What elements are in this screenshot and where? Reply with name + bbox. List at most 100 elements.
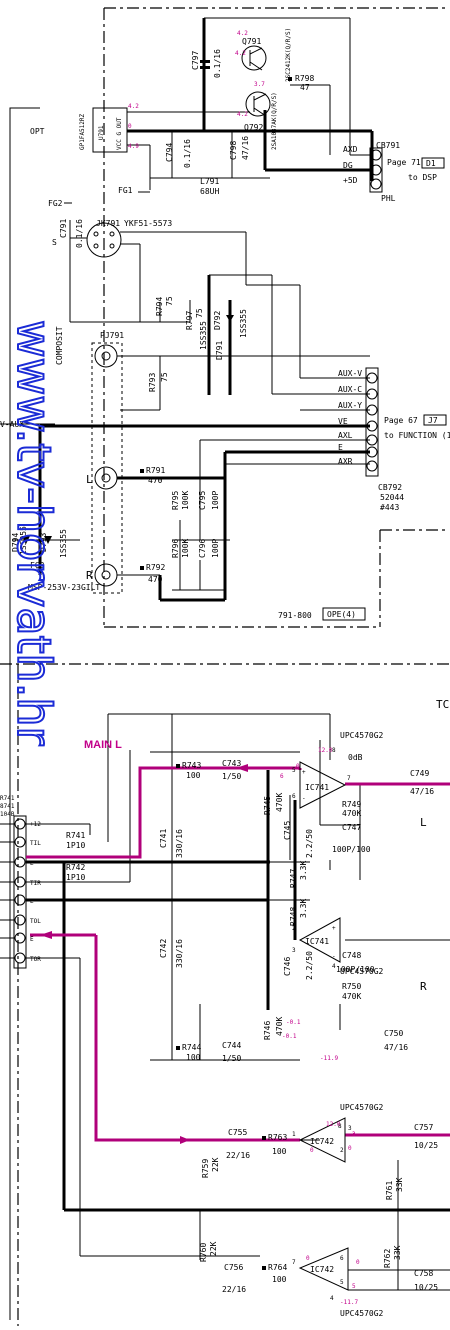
ic741-lower: + - IC741 UPC4570G2 2 3 4 bbox=[292, 917, 450, 976]
svg-text:IC741: IC741 bbox=[305, 783, 329, 792]
svg-text:1: 1 bbox=[292, 1131, 296, 1138]
bottom-voltages: 12.0 0 6 -0.1 -0.1 -11.9 12.0 3 0 0 5 -1… bbox=[280, 747, 360, 1306]
svg-text:6: 6 bbox=[280, 773, 284, 780]
svg-text:22/16: 22/16 bbox=[222, 1285, 246, 1294]
svg-text:8: 8 bbox=[332, 747, 336, 754]
svg-text:+: + bbox=[302, 769, 306, 776]
svg-text:C755: C755 bbox=[228, 1128, 247, 1137]
svg-text:C741: C741 bbox=[159, 829, 168, 848]
cb792-connector: AUX-V AUX-C AUX-Y VE AXL E AXR Page 67 J… bbox=[300, 367, 450, 512]
svg-text:100P: 100P bbox=[211, 491, 220, 510]
svg-text:12.0: 12.0 bbox=[318, 747, 333, 754]
svg-text:R763: R763 bbox=[268, 1133, 287, 1142]
svg-text:D791: D791 bbox=[215, 341, 224, 360]
svg-text:6: 6 bbox=[340, 1255, 344, 1262]
svg-text:100P: 100P bbox=[211, 539, 220, 558]
svg-text:COMPOSIT: COMPOSIT bbox=[55, 326, 64, 365]
svg-text:C795: C795 bbox=[198, 491, 207, 510]
svg-text:68UH: 68UH bbox=[200, 187, 219, 196]
svg-text:0.1/16: 0.1/16 bbox=[183, 139, 192, 168]
svg-text:C756: C756 bbox=[224, 1263, 243, 1272]
svg-text:UPC4570G2: UPC4570G2 bbox=[340, 967, 384, 976]
svg-text:U791: U791 bbox=[98, 125, 105, 140]
svg-text:TC: TC bbox=[436, 698, 449, 711]
svg-text:R795: R795 bbox=[171, 491, 180, 510]
svg-text:C744: C744 bbox=[222, 1041, 241, 1050]
svg-text:104B: 104B bbox=[0, 811, 15, 818]
svg-text:3: 3 bbox=[352, 1131, 356, 1138]
svg-text:4: 4 bbox=[332, 963, 336, 970]
svg-text:AXR: AXR bbox=[338, 457, 353, 466]
svg-text:C742: C742 bbox=[159, 939, 168, 958]
bottom-wiring bbox=[26, 713, 450, 1291]
svg-text:D1: D1 bbox=[426, 159, 436, 168]
svg-text:YKF51-5573: YKF51-5573 bbox=[124, 219, 172, 228]
svg-text:4: 4 bbox=[330, 1295, 334, 1302]
svg-text:AUX-V: AUX-V bbox=[338, 369, 362, 378]
svg-text:22K: 22K bbox=[211, 1157, 220, 1172]
svg-text:to DSP: to DSP bbox=[408, 173, 437, 182]
svg-text:R793: R793 bbox=[148, 373, 157, 392]
svg-text:0.1/16: 0.1/16 bbox=[213, 49, 222, 78]
svg-text:VCC G OUT: VCC G OUT bbox=[116, 117, 123, 150]
svg-text:JK791: JK791 bbox=[96, 219, 120, 228]
svg-text:1P10: 1P10 bbox=[66, 873, 85, 882]
top-part-labels: C797 0.1/16 R798 47 C794 0.1/16 C798 47/… bbox=[118, 49, 314, 196]
svg-text:L791: L791 bbox=[200, 177, 219, 186]
svg-text:3: 3 bbox=[348, 1125, 352, 1132]
q791-transistor: Q791 2SC2412K(Q/R/S) bbox=[241, 28, 292, 82]
d793-d794: D794 1SS355 D793 1SS355 FG3 MSP-253V-23G… bbox=[11, 526, 100, 592]
svg-text:2SA1037AK(Q/R/S): 2SA1037AK(Q/R/S) bbox=[271, 92, 278, 150]
top-voltages: 4.2 4.2 3.7 4.2 4.2 4.9 0 bbox=[128, 30, 265, 150]
svg-text:1/50: 1/50 bbox=[222, 772, 241, 781]
svg-text:100P/100: 100P/100 bbox=[332, 845, 371, 854]
svg-text:C750: C750 bbox=[384, 1029, 403, 1038]
svg-text:R745: R745 bbox=[263, 796, 272, 815]
svg-text:UPC4570G2: UPC4570G2 bbox=[340, 1309, 384, 1318]
svg-text:3: 3 bbox=[292, 947, 296, 954]
svg-text:C745: C745 bbox=[283, 821, 292, 840]
svg-text:22/16: 22/16 bbox=[226, 1151, 250, 1160]
svg-text:4.2: 4.2 bbox=[237, 30, 248, 37]
svg-text:2.2/50: 2.2/50 bbox=[305, 951, 314, 980]
svg-text:-11.9: -11.9 bbox=[320, 1055, 338, 1062]
svg-text:AXD: AXD bbox=[343, 145, 358, 154]
svg-text:UPC4570G2: UPC4570G2 bbox=[340, 1103, 384, 1112]
svg-text:4.9: 4.9 bbox=[128, 143, 139, 150]
svg-text:5: 5 bbox=[340, 1279, 344, 1286]
svg-text:R796: R796 bbox=[171, 539, 180, 558]
svg-text:47/16: 47/16 bbox=[384, 1043, 408, 1052]
svg-text:R743: R743 bbox=[182, 761, 201, 770]
board-code: 791-800 OPE(4) bbox=[278, 607, 366, 621]
svg-text:MAIN L: MAIN L bbox=[84, 739, 122, 751]
svg-text:R: R bbox=[420, 980, 427, 993]
bottom-board-frame: TC bbox=[0, 663, 450, 1326]
svg-text:AUX-Y: AUX-Y bbox=[338, 401, 362, 410]
svg-text:12.0: 12.0 bbox=[326, 1121, 341, 1128]
svg-text:R742: R742 bbox=[66, 863, 85, 872]
svg-text:470K: 470K bbox=[342, 992, 361, 1001]
svg-text:-0.1: -0.1 bbox=[286, 1019, 301, 1026]
svg-text:100P/100: 100P/100 bbox=[336, 965, 375, 974]
svg-text:470: 470 bbox=[148, 476, 163, 485]
svg-text:DG: DG bbox=[343, 161, 353, 170]
svg-text:R750: R750 bbox=[342, 982, 361, 991]
svg-text:3.3K: 3.3K bbox=[299, 899, 308, 918]
svg-text:www.tv-horvath.hr: www.tv-horvath.hr bbox=[7, 320, 61, 745]
svg-text:75: 75 bbox=[195, 308, 204, 318]
svg-text:100: 100 bbox=[272, 1275, 287, 1284]
svg-text:IC742: IC742 bbox=[310, 1137, 334, 1146]
svg-text:8741: 8741 bbox=[0, 803, 15, 810]
svg-text:100K: 100K bbox=[181, 539, 190, 558]
svg-text:MSP-253V-23GILT: MSP-253V-23GILT bbox=[28, 583, 100, 592]
svg-text:47/16: 47/16 bbox=[410, 787, 434, 796]
svg-text:R797: R797 bbox=[185, 311, 194, 330]
svg-text:R794: R794 bbox=[155, 297, 164, 316]
svg-text:E: E bbox=[338, 443, 343, 452]
svg-text:R744: R744 bbox=[182, 1043, 201, 1052]
svg-text:S: S bbox=[52, 238, 57, 247]
svg-text:4.2: 4.2 bbox=[235, 50, 246, 57]
svg-text:C798: C798 bbox=[229, 141, 238, 160]
svg-text:R791: R791 bbox=[146, 466, 165, 475]
svg-text:GP1FA512RZ: GP1FA512RZ bbox=[79, 113, 86, 150]
